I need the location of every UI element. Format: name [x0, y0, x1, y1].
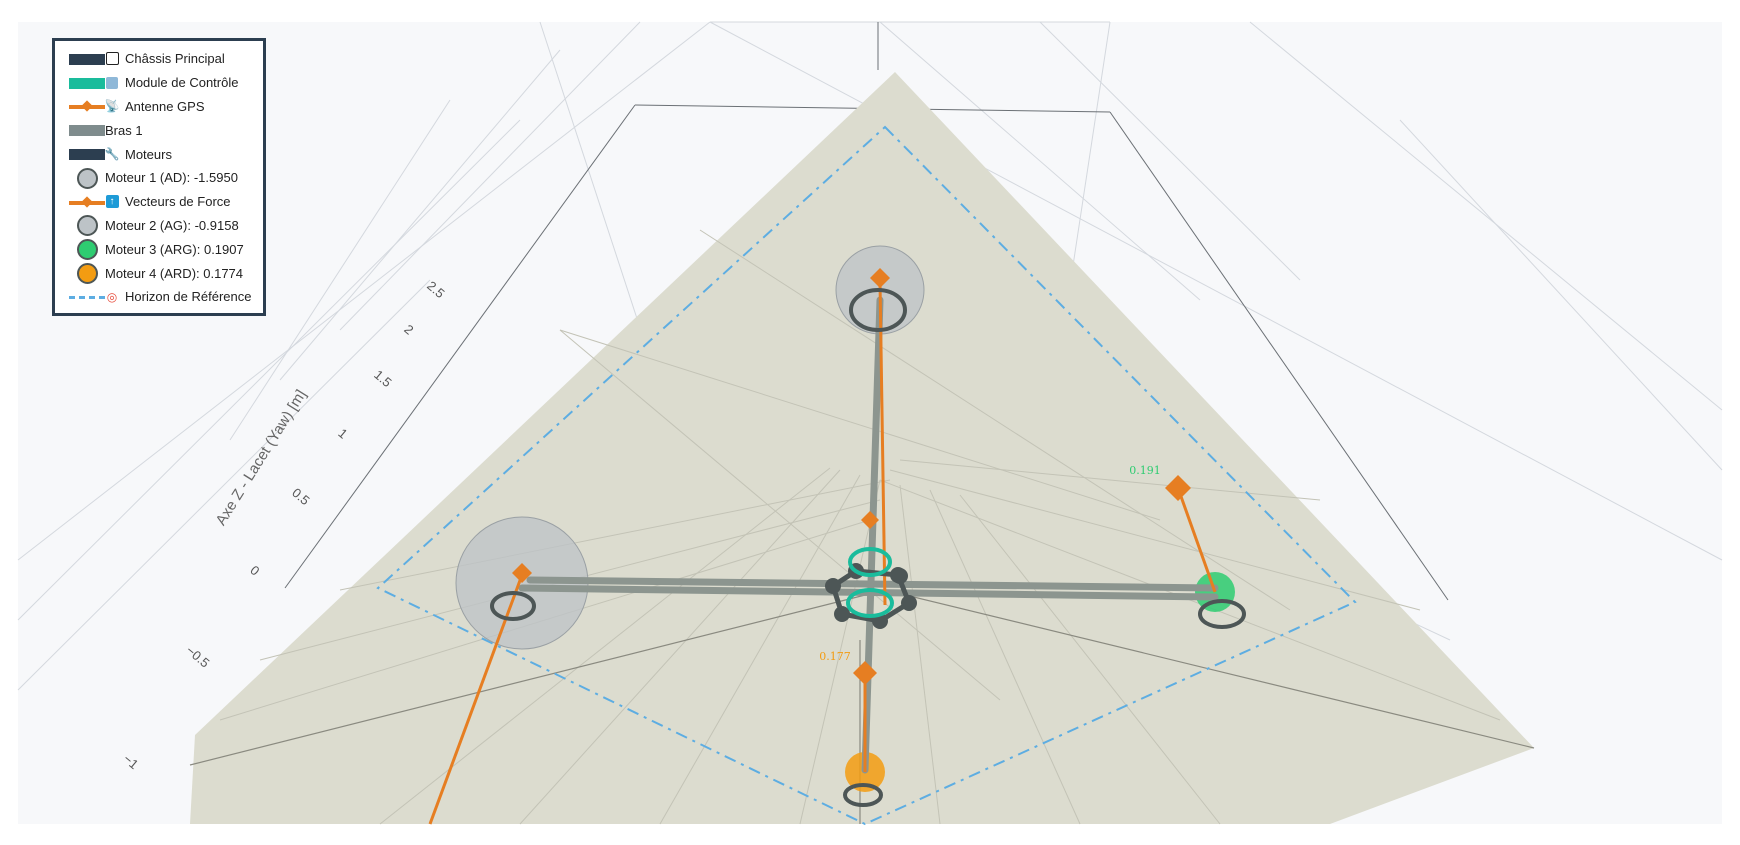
legend-label: Châssis Principal: [125, 51, 225, 67]
motor-4-ring: [843, 783, 883, 807]
legend-item[interactable]: ↑ Vecteurs de Force: [61, 190, 263, 214]
grid-line: [1039, 21, 1301, 281]
plane-grid-line: [889, 469, 1421, 611]
legend-symbol: [61, 192, 105, 212]
legend-symbol: [61, 120, 105, 140]
plane-grid-line: [899, 459, 1321, 501]
legend-item[interactable]: Bras 1: [61, 118, 263, 142]
plane-grid-line: [559, 329, 1001, 701]
legend-symbol: [61, 287, 105, 307]
legend-item[interactable]: 🔧 Moteurs: [61, 142, 263, 166]
grid-line: [1399, 119, 1723, 471]
motor-1-ring: [849, 288, 907, 332]
legend-label: Moteur 3 (ARG): 0.1907: [105, 241, 244, 257]
plane-grid-line: [799, 479, 881, 825]
grid-line: [17, 279, 431, 691]
legend-label: Moteur 4 (ARD): 0.1774: [105, 265, 244, 281]
legend-item[interactable]: ◎ Horizon de Référence: [61, 285, 263, 309]
wrench-icon: 🔧: [104, 147, 120, 162]
horizon-reference: [376, 125, 1357, 826]
plane-grid-line: [559, 329, 1161, 521]
plane-axis-line: [189, 589, 886, 766]
legend-symbol: [61, 167, 105, 189]
legend-symbol: [61, 96, 105, 116]
frame-line: [284, 104, 636, 589]
force-tip-motor4: [853, 661, 877, 685]
force-tip-motor2: [512, 563, 532, 583]
motor-3-value-label: 0.191: [1129, 464, 1161, 477]
satellite-icon: 📡: [104, 99, 120, 114]
legend-symbol: [61, 239, 105, 261]
grid-line: [279, 49, 561, 381]
legend-item[interactable]: Moteur 4 (ARD): 0.1774: [61, 261, 263, 285]
legend-label: Module de Contrôle: [125, 75, 239, 91]
legend-item[interactable]: Châssis Principal: [61, 47, 263, 71]
grid-line: [879, 21, 1201, 301]
plane-grid-line: [899, 484, 941, 825]
legend-label: Moteurs: [125, 146, 172, 162]
chassis-node: [834, 606, 850, 622]
legend-item[interactable]: Module de Contrôle: [61, 71, 263, 95]
legend-symbol: [61, 49, 105, 69]
z-tick-label: −1: [120, 751, 141, 772]
legend-label: Moteur 1 (AD): -1.5950: [105, 170, 238, 186]
plane-grid-line: [959, 494, 1221, 825]
legend-label: Moteur 2 (AG): -0.9158: [105, 217, 239, 233]
legend-item[interactable]: 📡 Antenne GPS: [61, 95, 263, 119]
grid-line: [17, 119, 521, 621]
legend-symbol: [61, 73, 105, 93]
legend-item[interactable]: Moteur 1 (AD): -1.5950: [61, 166, 263, 190]
control-module-top: [848, 547, 892, 577]
plane-grid-line: [929, 489, 1081, 825]
plane-grid-line: [379, 467, 831, 825]
arms: [518, 296, 1219, 774]
motor-3-ring: [1198, 599, 1246, 629]
chassis-node: [901, 595, 917, 611]
plane-grid-line: [339, 479, 891, 591]
legend-symbol: [61, 263, 105, 285]
target-icon: ◎: [106, 289, 118, 304]
legend-item[interactable]: Moteur 2 (AG): -0.9158: [61, 214, 263, 238]
force-tip-motor1-top: [870, 268, 890, 288]
control-module: [846, 588, 894, 618]
grid-line: [229, 99, 451, 441]
force-tip-motor3: [1165, 475, 1191, 501]
control-grid-icon: [105, 76, 119, 90]
legend-label: Vecteurs de Force: [125, 194, 231, 210]
legend-symbol: [61, 144, 105, 164]
motor-4-value-label: 0.177: [819, 650, 851, 663]
legend-item[interactable]: Moteur 3 (ARG): 0.1907: [61, 237, 263, 261]
up-arrow-icon: ↑: [105, 195, 119, 209]
legend-symbol: [61, 215, 105, 237]
legend-label: Antenne GPS: [125, 98, 205, 114]
legend-label: Bras 1: [105, 122, 143, 138]
grid-line: [1249, 21, 1723, 411]
grid-line: [17, 21, 711, 561]
legend-label: Horizon de Référence: [125, 289, 252, 305]
force-vector-motor3: [1176, 487, 1217, 593]
motor-rings: [490, 288, 1246, 807]
frame-line: [1109, 111, 1449, 601]
chassis-node: [892, 568, 908, 584]
grid-line: [339, 21, 641, 331]
plane-grid-line: [519, 469, 841, 825]
force-tip-motor1: [861, 511, 879, 529]
arm-top-bottom: [861, 296, 884, 774]
motor-2-ring: [490, 591, 536, 621]
square-outline-icon: [105, 52, 119, 66]
plane-grid-line: [699, 229, 1291, 611]
chassis-node: [825, 578, 841, 594]
